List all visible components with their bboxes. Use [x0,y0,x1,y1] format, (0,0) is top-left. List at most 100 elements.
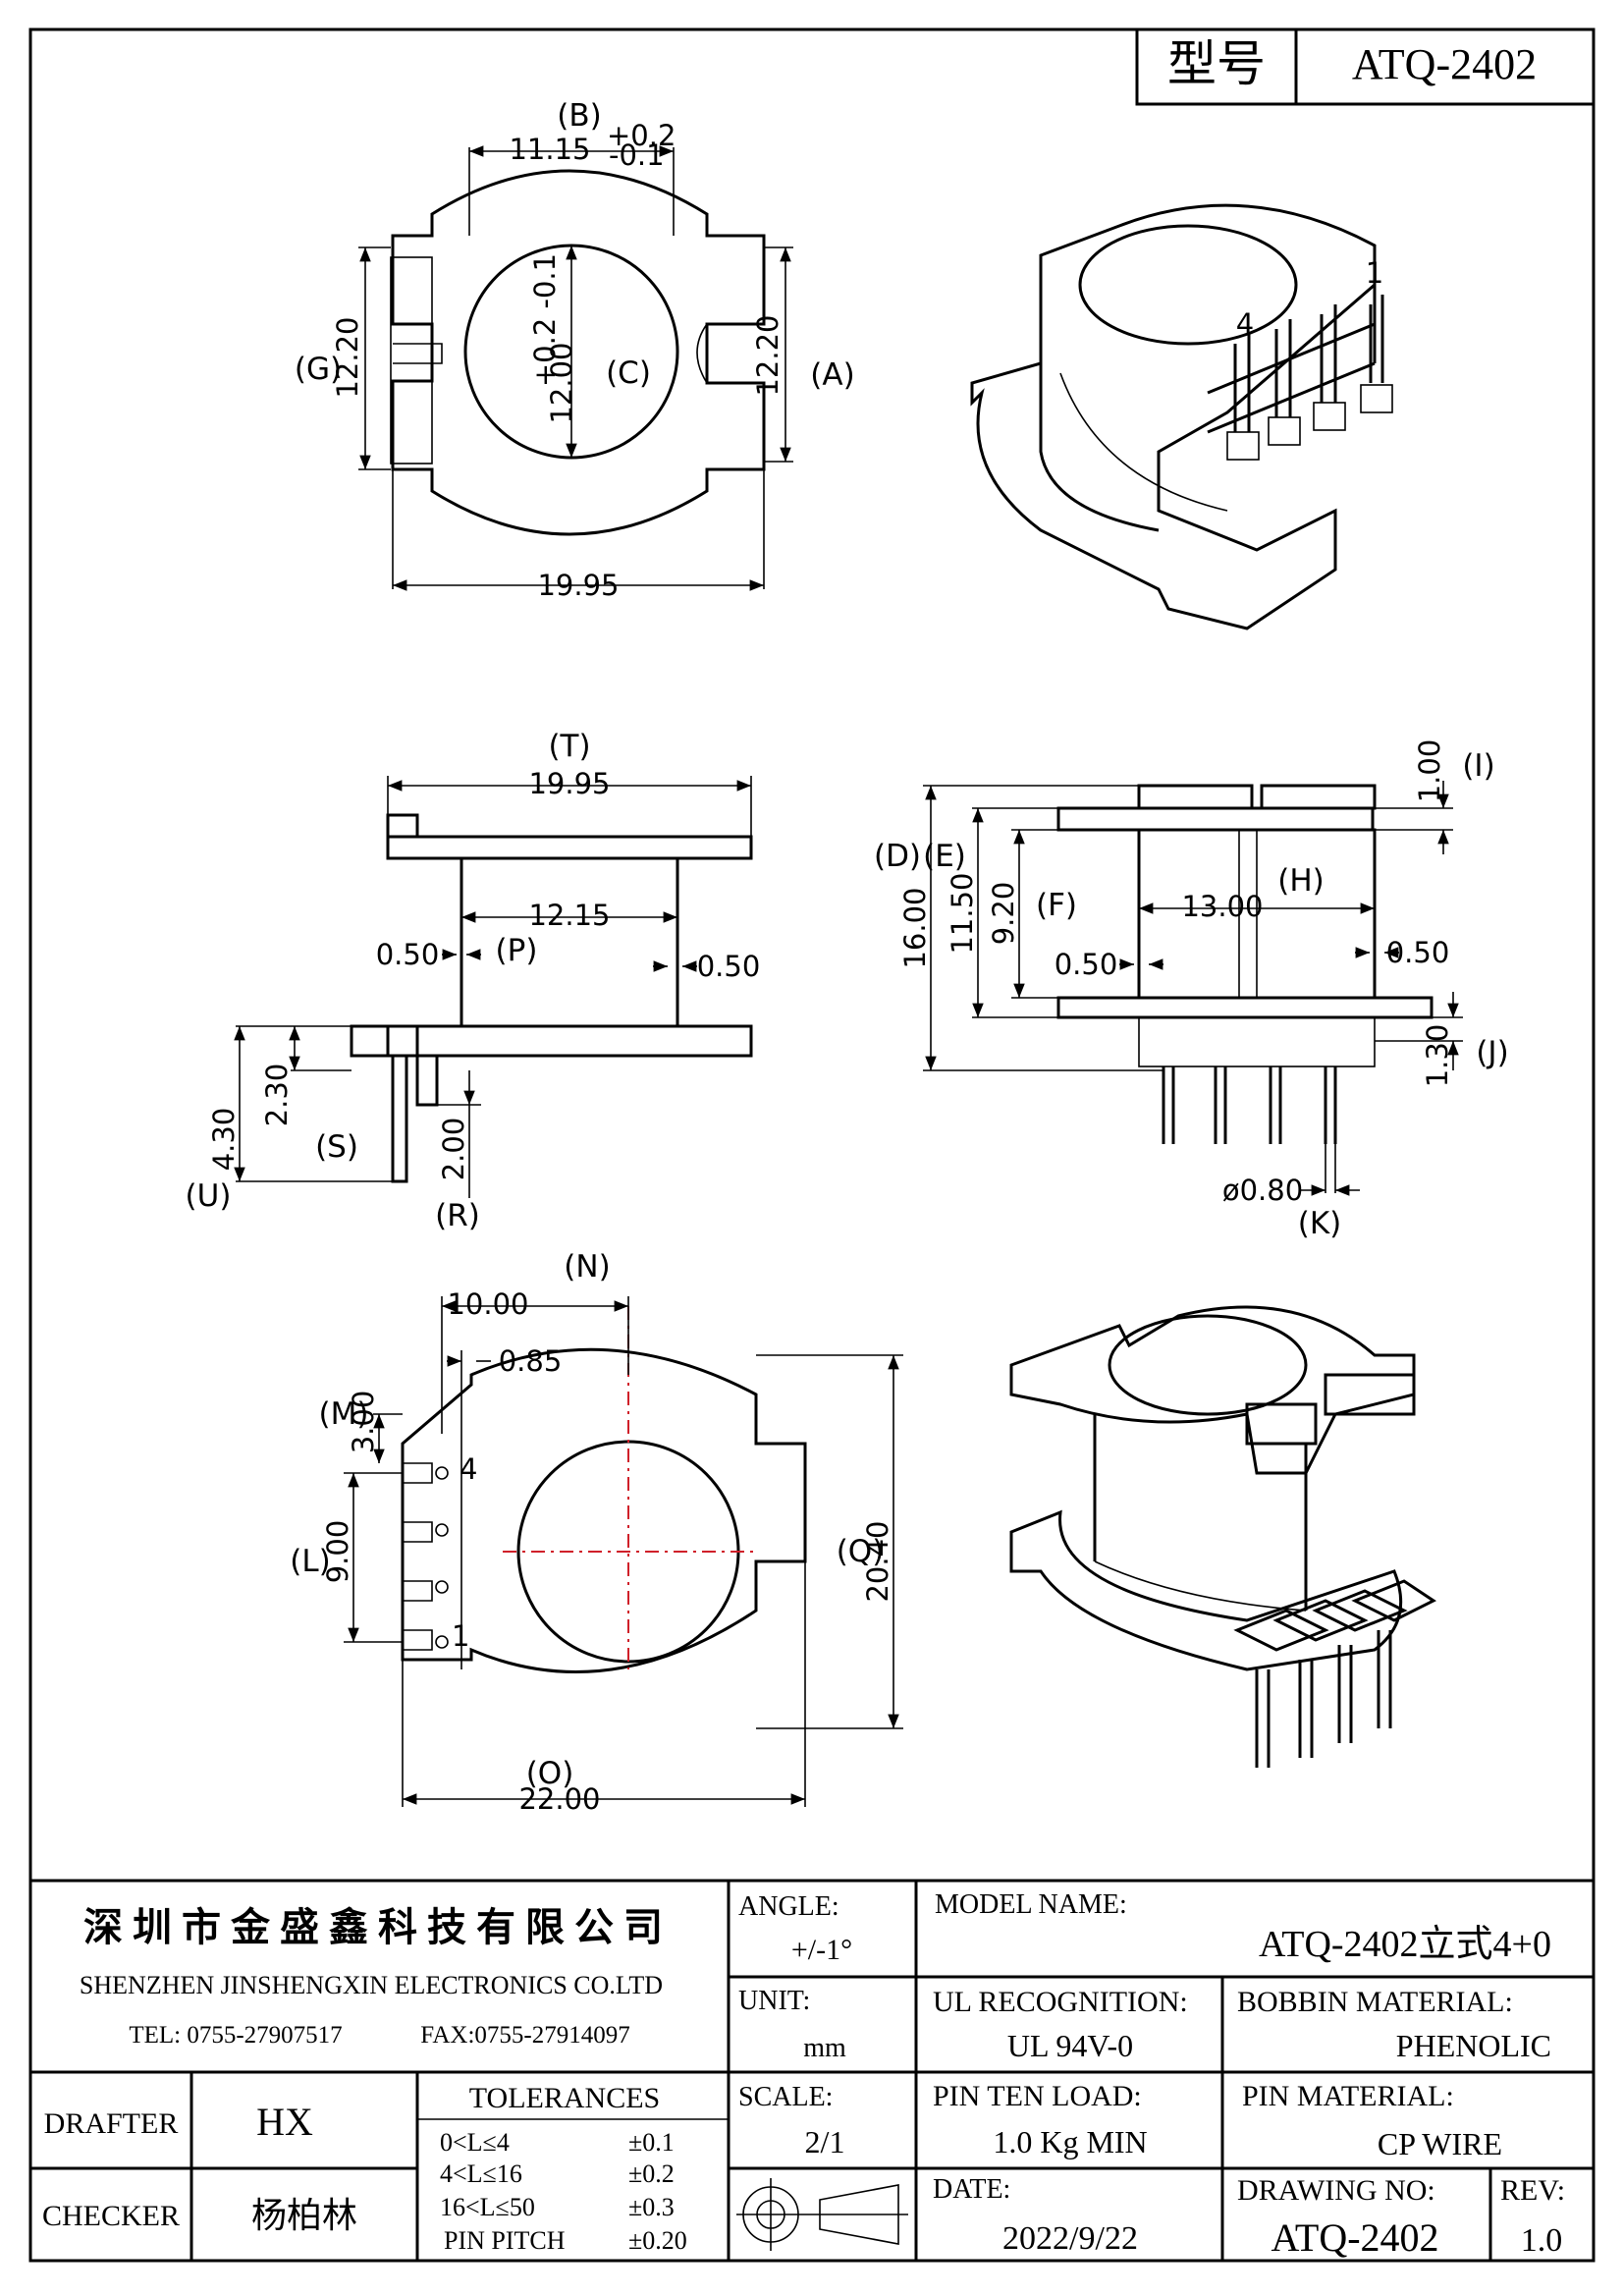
bobbin-label: BOBBIN MATERIAL: [1237,1986,1513,2018]
top-view: (B) 11.15 +0.2 -0.1 12.00 +0.2 -0.1 (C) … [295,98,855,602]
dim-front-wall-right: 0.50 [1386,936,1450,969]
rev-value: 1.0 [1521,2222,1563,2259]
drawing-no-label: DRAWING NO: [1237,2174,1435,2207]
dim-o: 22.00 [518,1782,600,1816]
label-o: (O) [526,1756,574,1791]
dim-r: 2.00 [437,1118,470,1181]
label-f: (F) [1036,888,1077,923]
dim-k: ø0.80 [1222,1174,1303,1207]
dim-s: 2.30 [260,1064,294,1127]
dim-h: 13.00 [1181,890,1263,923]
label-s: (S) [315,1129,358,1165]
tolerance-value-1: ±0.2 [628,2159,675,2188]
checker-value: 杨柏林 [251,2196,357,2235]
tolerance-range-0: 0<L≤4 [440,2128,510,2157]
label-l: (L) [290,1544,330,1579]
label-e: (E) [923,839,966,874]
bottom-view: 4 1 (N) 10.00 0.85 3.00 (M) 9.00 (L) 20.… [290,1249,903,1816]
company-name-en: SHENZHEN JINSHENGXIN ELECTRONICS CO.LTD [80,1971,663,1999]
label-h: (H) [1277,863,1325,899]
dim-b-tol-minus: -0.1 [609,138,665,172]
dim-i: 1.00 [1413,739,1446,803]
bottom-pin-1: 1 [452,1619,469,1653]
label-d: (D) [874,839,921,874]
dim-a: 12.20 [751,314,784,396]
company-tel: TEL: 0755-27907517 [129,2022,342,2049]
tolerance-range-2: 16<L≤50 [440,2193,535,2221]
dim-p-inner: 12.15 [528,899,610,932]
label-k: (K) [1298,1206,1342,1241]
dim-c-tol: +0.2 -0.1 [528,253,562,387]
dim-j: 1.30 [1421,1024,1454,1088]
model-name-label: MODEL NAME: [935,1889,1127,1920]
iso-view-bottom [1009,1305,1436,1768]
label-m: (M) [319,1396,369,1432]
rev-label: REV: [1500,2174,1565,2207]
label-b: (B) [557,98,601,134]
dim-front-wall-left: 0.50 [1055,948,1118,981]
label-g: (G) [295,352,342,387]
dim-b: 11.15 [509,133,590,166]
dim-c: 12.00 [545,342,578,423]
unit-label: UNIT: [738,1986,810,2016]
top-view-notch-left [393,343,443,364]
title-block: 深圳市金盛鑫科技有限公司 SHENZHEN JINSHENGXIN ELECTR… [28,1879,1596,2263]
pin-load-label: PIN TEN LOAD: [933,2080,1142,2112]
tolerance-value-3: ±0.20 [628,2226,687,2255]
scale-value: 2/1 [805,2124,845,2159]
label-u: (U) [186,1178,232,1214]
drafter-label: DRAFTER [44,2107,179,2140]
iso-pin-4: 4 [1236,307,1254,341]
label-t: (T) [548,729,590,764]
header-model: ATQ-2402 [1352,40,1537,88]
label-a: (A) [810,357,854,393]
dim-top-width: 19.95 [537,569,619,602]
label-q: (Q) [837,1534,885,1569]
label-r: (R) [435,1198,480,1233]
model-name-value: ATQ-2402立式4+0 [1259,1924,1551,1965]
side-view: (T) 19.95 12.15 0.50 (P) 0.50 2.30 (S) 4… [186,729,761,1233]
tolerance-value-2: ±0.3 [628,2193,675,2221]
label-c: (C) [606,355,651,391]
scale-label: SCALE: [738,2082,833,2112]
iso-view-top: 1 4 [970,203,1393,630]
dim-u: 4.30 [207,1108,241,1172]
dim-085: 0.85 [499,1344,563,1378]
tolerance-range-3: PIN PITCH [444,2226,566,2255]
ul-label: UL RECOGNITION: [933,1986,1188,2018]
dim-l: 9.00 [321,1520,354,1584]
header-model-box: 型号 ATQ-2402 [1135,27,1596,106]
date-value: 2022/9/22 [1002,2220,1138,2257]
pin-load-value: 1.0 Kg MIN [993,2124,1147,2159]
angle-label: ANGLE: [738,1891,839,1922]
bottom-pin-4: 4 [460,1452,477,1486]
tolerances-title: TOLERANCES [469,2082,660,2114]
dim-p-wall: 0.50 [376,938,440,971]
ul-value: UL 94V-0 [1007,2028,1133,2063]
dim-e: 11.50 [946,872,979,954]
dim-q: 20.40 [861,1520,894,1602]
dim-m: 3.00 [347,1391,380,1454]
unit-value: mm [803,2033,846,2063]
iso-pin-1: 1 [1366,256,1383,290]
top-view-pin-block [390,256,433,465]
drawing-no-value: ATQ-2402 [1271,2215,1438,2260]
dim-p-wall-right: 0.50 [697,950,761,983]
angle-value: +/-1° [791,1934,852,1966]
label-p: (P) [496,933,538,968]
projection-symbol [736,2178,908,2251]
dim-n: 10.00 [447,1287,528,1321]
label-n: (N) [564,1249,610,1285]
company-name-cn: 深圳市金盛鑫科技有限公司 [83,1905,673,1950]
label-i: (I) [1462,748,1494,784]
tolerance-range-1: 4<L≤16 [440,2159,522,2188]
checker-label: CHECKER [42,2200,180,2232]
dim-f: 9.20 [987,882,1020,946]
front-view: 1.00 (I) 16.00 (D) 11.50 (E) 9.20 (F) 13… [874,739,1509,1241]
dim-d: 16.00 [898,887,932,968]
dim-b-tol-plus: +0.2 [607,119,676,152]
company-fax: FAX:0755-27914097 [420,2022,629,2049]
pin-material-label: PIN MATERIAL: [1242,2080,1454,2112]
top-view-notch [696,323,708,384]
